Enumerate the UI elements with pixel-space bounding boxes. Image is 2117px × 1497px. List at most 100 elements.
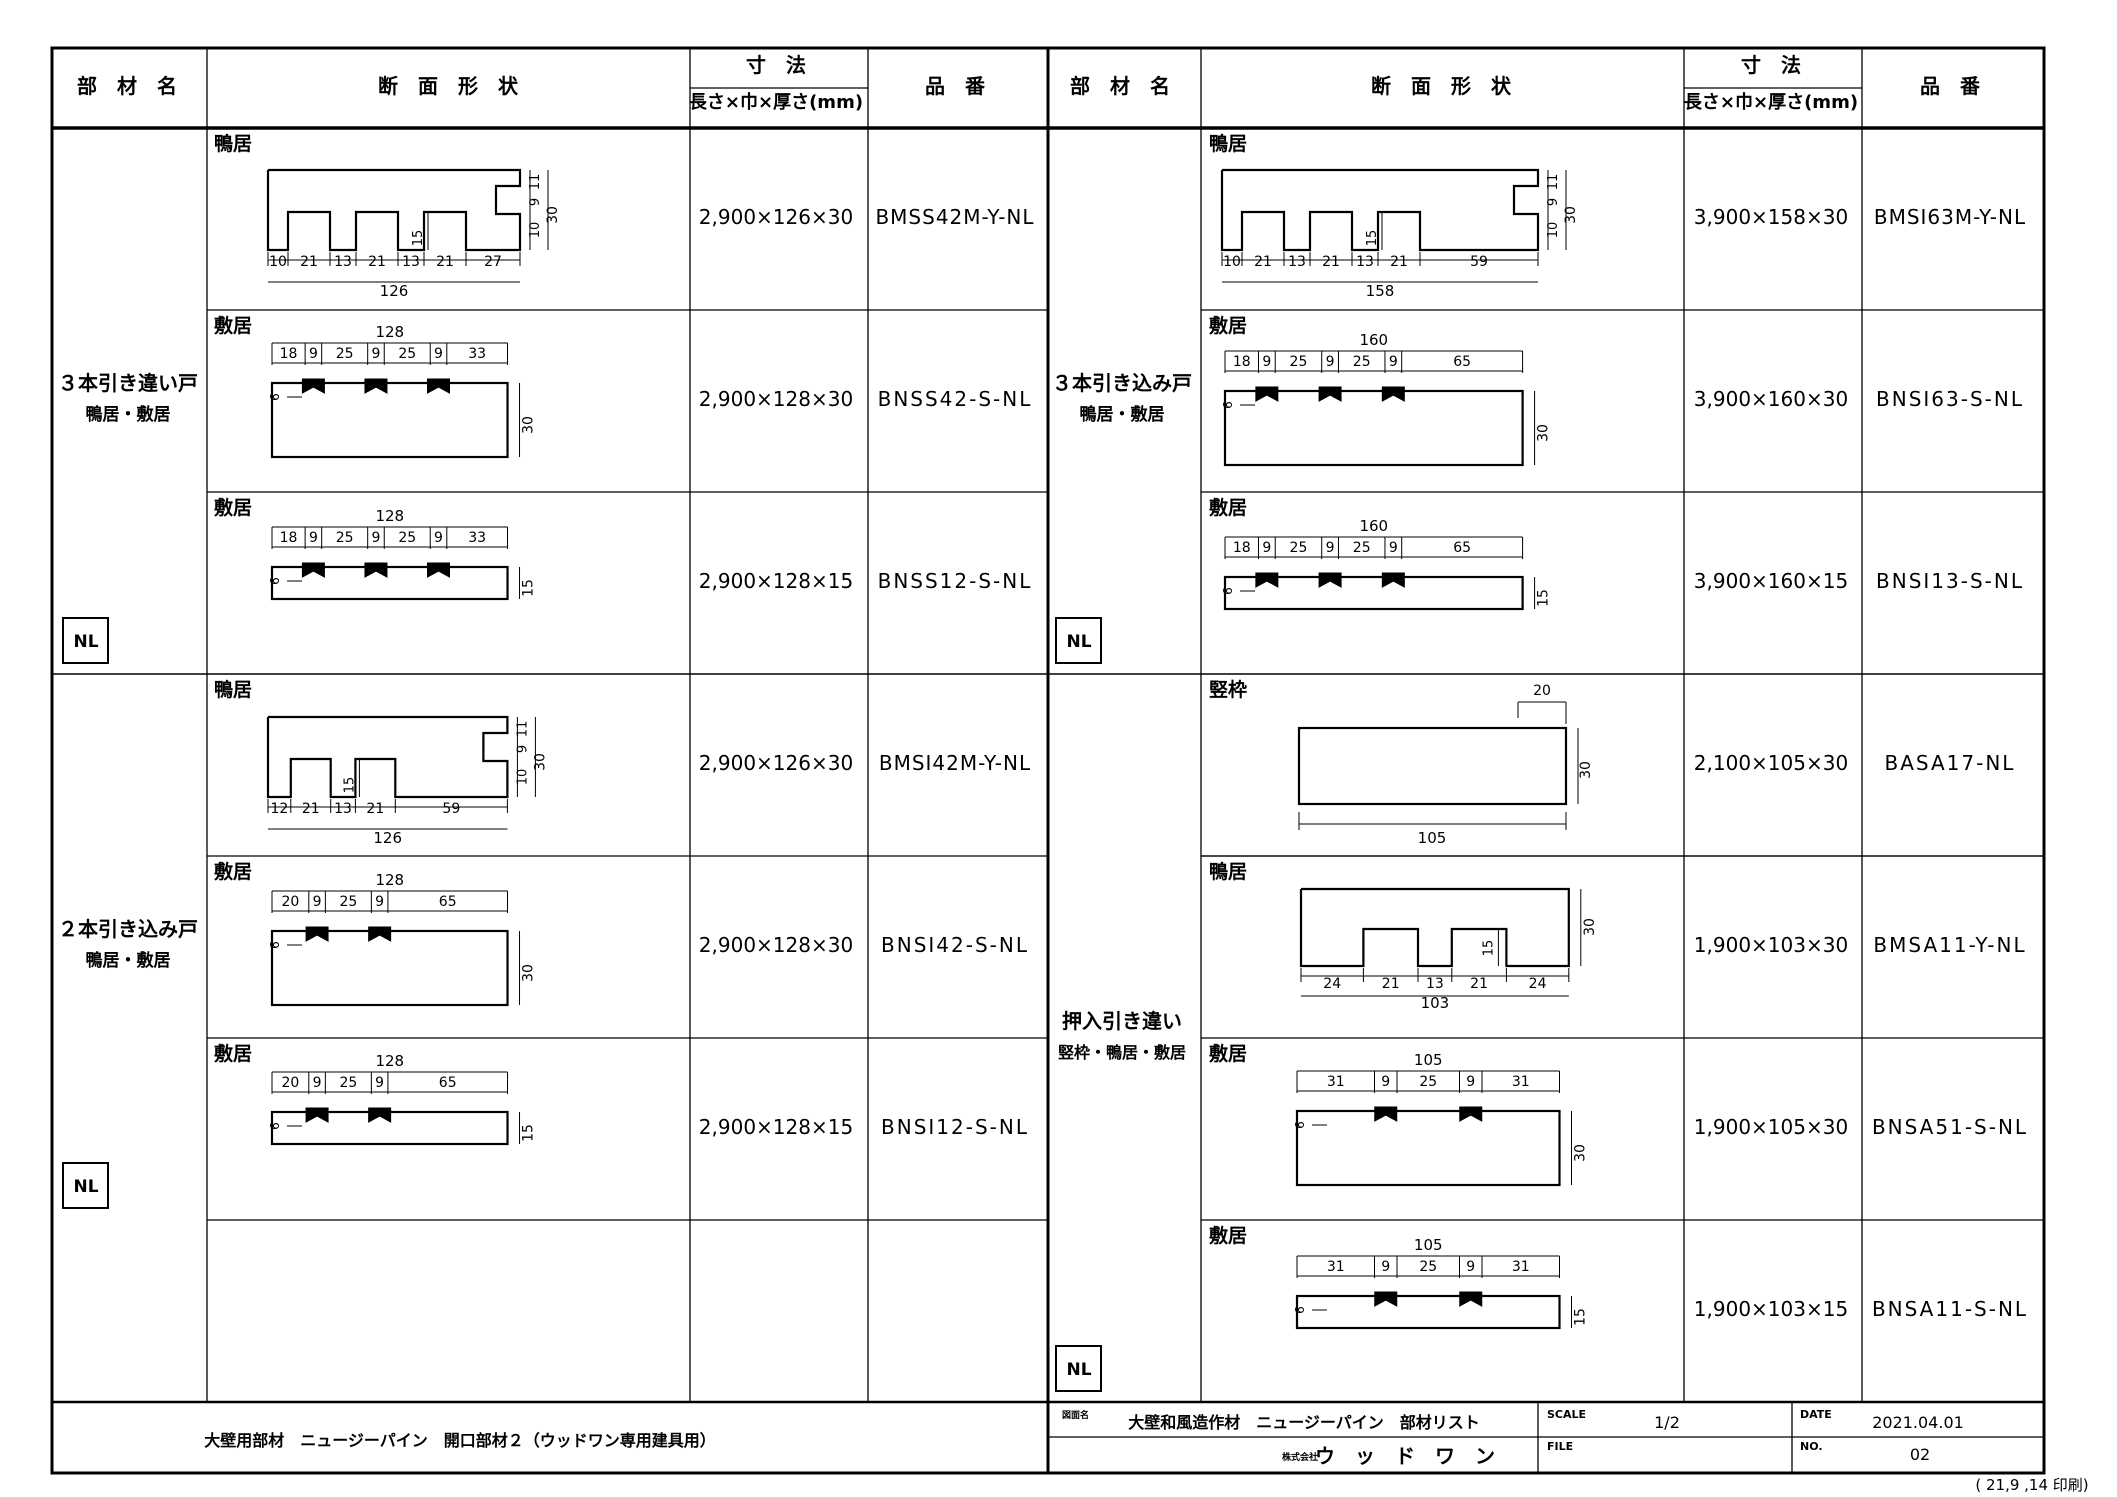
shiki-body — [1295, 1109, 1561, 1187]
date-value: 2021.04.01 — [1872, 1413, 1964, 1432]
dimension-label: 9 — [1262, 540, 1271, 556]
product-code: BNSS42-S-NL — [878, 387, 1033, 411]
dimension-label: 65 — [439, 1075, 457, 1091]
dimension-label: 21 — [300, 254, 318, 270]
dimension-label: 30 — [1578, 761, 1594, 779]
group-sub: 鴨居・敷居 — [1080, 404, 1165, 425]
rail-mark — [301, 378, 325, 394]
kamoi-outline — [266, 715, 509, 799]
dimension-label: 59 — [442, 801, 460, 817]
part-label: 敷居 — [1209, 1042, 1247, 1065]
dimension-label: 21 — [436, 254, 454, 270]
product-code: BNSA51-S-NL — [1872, 1115, 2028, 1139]
header-dimension: 寸 法 — [1741, 53, 1801, 77]
rail-mark — [1459, 1106, 1483, 1122]
row-1: 敷居 3,900×160×30 BNSI63-S-NL — [1209, 314, 2024, 411]
dimension-label: 31 — [1512, 1074, 1530, 1090]
product-code: BMSS42M-Y-NL — [875, 205, 1034, 229]
dimension-label: 33 — [468, 346, 486, 362]
dimension-label: 25 — [336, 346, 354, 362]
product-code: BNSI42-S-NL — [881, 933, 1029, 957]
product-code: BNSA11-S-NL — [1872, 1297, 2028, 1321]
left-groups: ３本引き違い戸 鴨居・敷居 ２本引き込み戸 鴨居・敷居 — [58, 371, 198, 971]
rail-mark — [427, 562, 451, 578]
nl-badges: NL NL NL NL — [62, 617, 1102, 1392]
dimension-label: 21 — [1382, 976, 1400, 992]
date-label: DATE — [1800, 1408, 1832, 1421]
dimension-label: 21 — [368, 254, 386, 270]
rail-mark — [368, 926, 392, 942]
dimension-label: 13 — [334, 801, 352, 817]
print-note: ( 21,9 ,14 印刷) — [1975, 1476, 2088, 1494]
dimension-label: 15 — [1573, 1308, 1589, 1326]
group-name: ３本引き込み戸 — [1052, 371, 1192, 395]
dimension-value: 2,900×128×30 — [699, 933, 853, 957]
dimension-value: 2,900×128×15 — [699, 1115, 853, 1139]
dimension-label: 10 — [1546, 222, 1561, 239]
dimension-label: 30 — [1573, 1144, 1589, 1162]
part-label: 敷居 — [214, 1042, 252, 1065]
dimension-label: 11 — [528, 174, 543, 191]
part-label: 鴨居 — [1209, 132, 1247, 155]
dimension-value: 2,900×128×30 — [699, 387, 853, 411]
dimension-value: 3,900×160×30 — [1694, 387, 1848, 411]
dimension-label: 20 — [281, 894, 299, 910]
rail-mark — [1381, 572, 1405, 588]
dimension-label: 6 — [1293, 1121, 1307, 1129]
dimension-label: 30 — [521, 964, 537, 982]
dimension-label: 18 — [280, 346, 298, 362]
dimension-label: 13 — [402, 254, 420, 270]
dimension-label: 15 — [1481, 940, 1496, 957]
nl-badge — [1055, 617, 1102, 664]
product-code: BMSI63M-Y-NL — [1874, 205, 2026, 229]
dimension-label: 65 — [1453, 540, 1471, 556]
dimension-label: 15 — [411, 230, 426, 247]
dimension-label: 6 — [268, 941, 282, 949]
header-section-shape: 断 面 形 状 — [1371, 74, 1512, 98]
row-4: 敷居 2,900×128×30 BNSI42-S-NL — [214, 860, 1029, 957]
dimension-value: 1,900×105×30 — [1694, 1115, 1848, 1139]
dimension-label: 6 — [1221, 401, 1235, 409]
dimension-label: 9 — [313, 1075, 322, 1091]
dimension-label: 18 — [1233, 540, 1251, 556]
dimension-label: 30 — [532, 753, 548, 771]
part-label: 敷居 — [214, 860, 252, 883]
nl-badge-text: NL — [73, 1177, 98, 1197]
company-name: ウ ッ ド ワ ン — [1315, 1444, 1495, 1468]
dimension-label: 31 — [1327, 1074, 1345, 1090]
dimension-label: 128 — [375, 871, 404, 889]
dimension-label: 126 — [373, 829, 402, 847]
shiki-body — [270, 565, 509, 601]
dimension-label: 9 — [375, 1075, 384, 1091]
dimension-label: 9 — [434, 346, 443, 362]
rail-mark — [305, 1107, 329, 1123]
dimension-label: 25 — [339, 1075, 357, 1091]
product-code: BMSA11-Y-NL — [1873, 933, 2026, 957]
dimension-label: 10 — [1223, 254, 1241, 270]
dimension-label: 30 — [545, 206, 561, 224]
group-sub: 鴨居・敷居 — [86, 404, 171, 425]
part-label: 敷居 — [1209, 314, 1247, 337]
dimension-label: 11 — [515, 721, 530, 738]
dimension-label: 15 — [521, 1124, 537, 1142]
rail-mark — [1374, 1106, 1398, 1122]
dimension-label: 25 — [1290, 354, 1308, 370]
dimension-label: 9 — [1389, 540, 1398, 556]
dimension-label: 33 — [468, 530, 486, 546]
product-code: BNSI63-S-NL — [1876, 387, 2024, 411]
footer-left-title: 大壁用部材 ニュージーパイン 開口部材２（ウッドワン専用建具用） — [204, 1431, 716, 1450]
